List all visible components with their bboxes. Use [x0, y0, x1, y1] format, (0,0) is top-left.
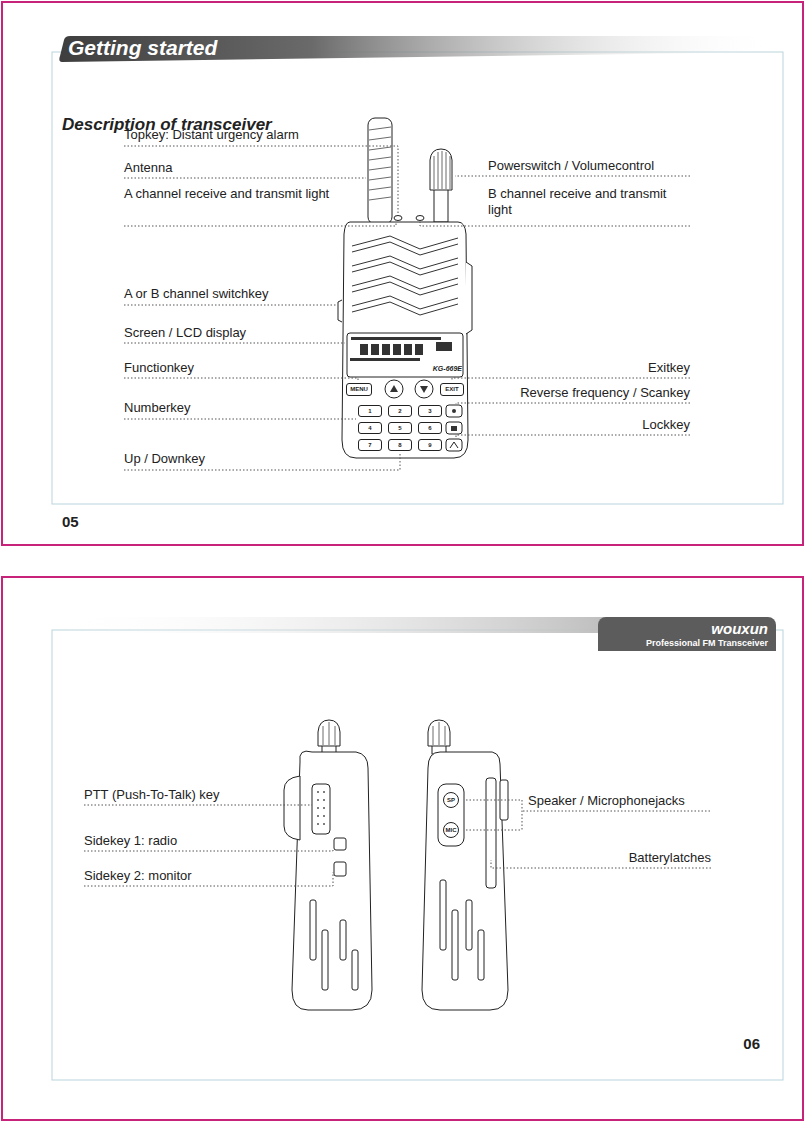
- part-label-box: Functionkey: [124, 360, 334, 376]
- page-number-box: 06: [700, 1034, 760, 1053]
- part-label-box: Exitkey: [480, 360, 690, 376]
- key-label: 7: [368, 442, 371, 449]
- part-label-box: Numberkey: [124, 400, 334, 416]
- key-label: 6: [428, 425, 431, 432]
- transceiver-left-side: [284, 720, 372, 1010]
- part-label-box: Lockkey: [480, 417, 690, 433]
- keypad-key: 7: [358, 439, 382, 451]
- key-label: 2: [398, 408, 401, 415]
- part-label: Reverse frequency / Scankey: [470, 385, 690, 401]
- part-label: B channel receive and transmit light: [488, 186, 693, 218]
- page-border: [2, 577, 803, 1120]
- part-label: Sidekey 2: monitor: [84, 868, 304, 884]
- part-label: Lockkey: [480, 417, 690, 433]
- transceiver-right-side: [422, 720, 508, 1010]
- part-label-box: A or B channel switchkey: [124, 286, 334, 302]
- key-label: 8: [398, 442, 401, 449]
- part-label: Powerswitch / Volumecontrol: [488, 158, 693, 174]
- transceiver-front: [338, 118, 472, 458]
- part-label: Numberkey: [124, 400, 334, 416]
- part-label: Speaker / Microphonejacks: [528, 793, 728, 809]
- part-label-box: Sidekey 2: monitor: [84, 868, 304, 884]
- keypad-key: 1: [358, 405, 382, 417]
- model-name: KG-669E: [420, 364, 462, 373]
- part-label: Batterylatches: [520, 850, 711, 866]
- keypad-key: 6: [418, 422, 442, 434]
- part-label: Screen / LCD display: [124, 325, 334, 341]
- part-label: A or B channel switchkey: [124, 286, 334, 302]
- keypad-key: 8: [388, 439, 412, 451]
- key-label: MIC: [446, 827, 457, 834]
- brand-name: wouxun: [711, 620, 768, 637]
- part-label-box: Screen / LCD display: [124, 325, 334, 341]
- content-frame: [52, 630, 783, 1080]
- part-label-box: Up / Downkey: [124, 451, 334, 467]
- page-number: 05: [62, 512, 122, 531]
- leader-lines: [84, 800, 711, 886]
- part-label: Sidekey 1: radio: [84, 833, 304, 849]
- part-label: Functionkey: [124, 360, 334, 376]
- jack-socket: SP: [443, 792, 459, 808]
- page-heading-box: Getting started: [68, 35, 217, 61]
- part-label: A channel receive and transmit light: [124, 186, 339, 202]
- key-label: 4: [368, 425, 371, 432]
- part-label-box: Topkey: Distant urgency alarm: [124, 127, 339, 143]
- key-label: MENU: [350, 386, 368, 393]
- part-label-box: Sidekey 1: radio: [84, 833, 304, 849]
- part-label-box: Speaker / Microphonejacks: [528, 793, 728, 809]
- part-label: Exitkey: [480, 360, 690, 376]
- part-label-box: Powerswitch / Volumecontrol: [488, 158, 693, 174]
- model-name-box: KG-669E: [420, 364, 462, 373]
- part-label-box: Batterylatches: [520, 850, 711, 866]
- key-label: 5: [398, 425, 401, 432]
- keypad-key: 3: [418, 405, 442, 417]
- key-label: 1: [368, 408, 371, 415]
- part-label: Up / Downkey: [124, 451, 334, 467]
- keypad-key: 2: [388, 405, 412, 417]
- part-label-box: A channel receive and transmit light: [124, 186, 339, 202]
- key-label: SP: [447, 797, 455, 804]
- page-number-box: 05: [62, 512, 122, 531]
- part-label: PTT (Push-To-Talk) key: [84, 787, 304, 803]
- part-label: Topkey: Distant urgency alarm: [124, 127, 339, 143]
- header-band: [52, 617, 612, 633]
- page-border: [2, 2, 803, 545]
- jack-socket: MIC: [443, 822, 459, 838]
- keypad-key: 4: [358, 422, 382, 434]
- part-label-box: Antenna: [124, 160, 339, 176]
- page-number: 06: [700, 1034, 760, 1053]
- page-heading: Getting started: [68, 35, 217, 61]
- keypad-key: 5: [388, 422, 412, 434]
- brand-tagline: Professional FM Transceiver: [646, 637, 768, 649]
- brand-tab: wouxunProfessional FM Transceiver: [598, 617, 776, 651]
- header-band: [59, 36, 780, 62]
- part-label-box: B channel receive and transmit light: [488, 186, 693, 218]
- keypad-key: MENU: [346, 383, 372, 396]
- keypad-key: EXIT: [440, 383, 464, 396]
- content-frame: [52, 52, 783, 504]
- part-label: Antenna: [124, 160, 339, 176]
- part-label-box: PTT (Push-To-Talk) key: [84, 787, 304, 803]
- key-label: 9: [428, 442, 431, 449]
- key-label: EXIT: [445, 386, 458, 393]
- part-label-box: Reverse frequency / Scankey: [470, 385, 690, 401]
- key-label: 3: [428, 408, 431, 415]
- keypad-key: 9: [418, 439, 442, 451]
